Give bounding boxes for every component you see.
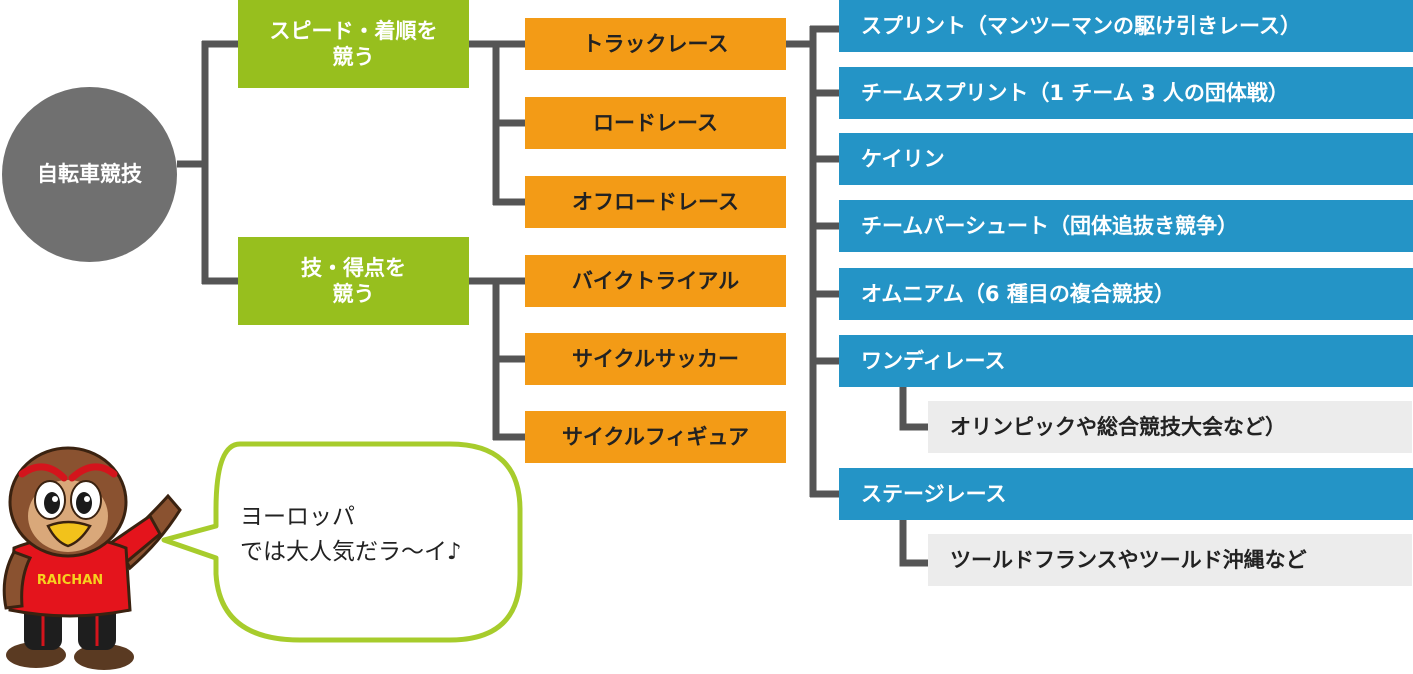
event-bike-trial: バイクトライアル bbox=[525, 255, 786, 307]
track-event-oneday-race: ワンディレース bbox=[839, 335, 1413, 387]
track-event-sprint: スプリント（マンツーマンの駆け引きレース） bbox=[839, 0, 1413, 52]
note-stage: ツールドフランスやツールド沖縄など bbox=[928, 534, 1412, 586]
category-skill: 技・得点を 競う bbox=[238, 237, 469, 325]
category-speed: スピード・着順を 競う bbox=[238, 0, 469, 88]
event-road-race: ロードレース bbox=[525, 97, 786, 149]
track-event-team-sprint: チームスプリント（1 チーム 3 人の団体戦） bbox=[839, 67, 1413, 119]
category-speed-line1: スピード・着順を bbox=[269, 18, 438, 43]
mascot-shirt-text: RAICHAN bbox=[37, 573, 103, 588]
event-cycle-soccer: サイクルサッカー bbox=[525, 333, 786, 385]
note-oneday: オリンピックや総合競技大会など） bbox=[928, 401, 1412, 453]
category-speed-line2: 競う bbox=[332, 45, 375, 69]
track-event-team-pursuit: チームパーシュート（団体追抜き競争） bbox=[839, 200, 1413, 252]
category-skill-line1: 技・得点を bbox=[301, 255, 406, 280]
speech-bubble bbox=[161, 441, 523, 643]
category-skill-line2: 競う bbox=[332, 282, 375, 306]
track-event-keirin: ケイリン bbox=[839, 133, 1413, 185]
mascot-raichan: RAICHAN bbox=[2, 446, 182, 670]
track-event-omnium: オムニアム（6 種目の複合競技） bbox=[839, 268, 1413, 320]
root-node: 自転車競技 bbox=[2, 87, 177, 262]
event-offroad-race: オフロードレース bbox=[525, 176, 786, 228]
event-track-race: トラックレース bbox=[525, 18, 786, 70]
speech-line-1: ヨーロッパ bbox=[240, 504, 355, 530]
speech-bubble-text: ヨーロッパ では大人気だラ〜イ♪ bbox=[240, 500, 510, 569]
speech-line-2: では大人気だラ〜イ♪ bbox=[240, 538, 462, 565]
track-event-stage-race: ステージレース bbox=[839, 468, 1413, 520]
event-cycle-figure: サイクルフィギュア bbox=[525, 411, 786, 463]
